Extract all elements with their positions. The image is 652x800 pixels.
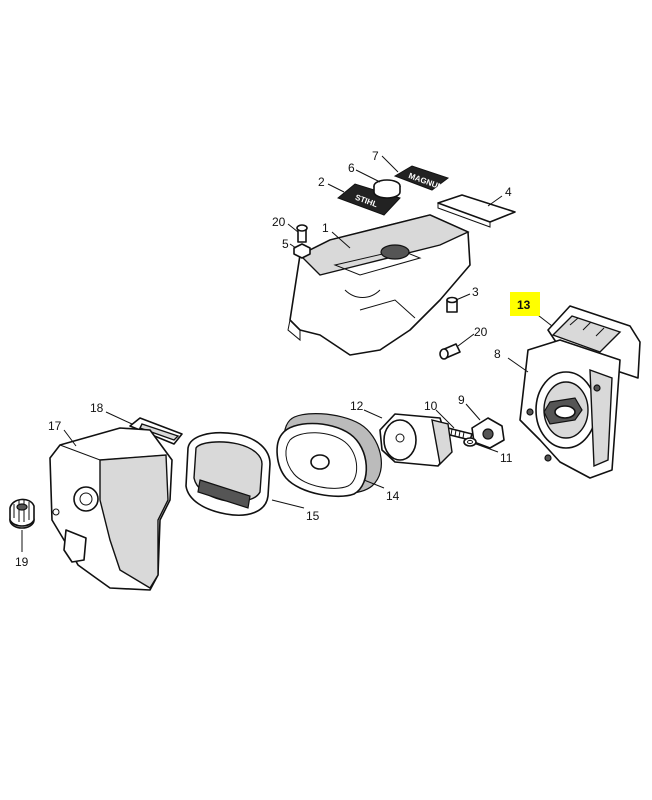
callout-2: 2 bbox=[318, 175, 325, 189]
part-19-knob bbox=[9, 498, 35, 529]
callout-labels: 7 6 2 4 20 5 1 3 20 13 8 9 10 12 11 14 1… bbox=[15, 149, 540, 569]
callout-17: 17 bbox=[48, 419, 62, 433]
callout-5: 5 bbox=[282, 237, 289, 251]
callout-14: 14 bbox=[386, 489, 400, 503]
part-20-screw-lower bbox=[439, 343, 461, 360]
part-9-nozzle bbox=[471, 417, 505, 449]
callout-20-top: 20 bbox=[272, 215, 286, 229]
callout-13-highlight bbox=[510, 292, 540, 316]
part-3-bushing bbox=[446, 296, 458, 313]
part-18-clip bbox=[129, 417, 183, 445]
part-14-air-filter bbox=[276, 413, 382, 498]
part-11-washer bbox=[463, 437, 477, 447]
part-20-screw-top bbox=[296, 224, 308, 243]
part-4-plate bbox=[437, 194, 516, 228]
part-12-housing bbox=[379, 413, 453, 467]
part-7-magnum-plate: MAGNUM bbox=[393, 165, 450, 192]
callout-8: 8 bbox=[494, 347, 501, 361]
callout-11: 11 bbox=[500, 451, 513, 465]
part-6-cap bbox=[373, 179, 401, 199]
part-15-sleeve bbox=[185, 432, 271, 516]
callout-10: 10 bbox=[424, 399, 438, 413]
callout-6: 6 bbox=[348, 161, 355, 175]
callout-1: 1 bbox=[322, 221, 329, 235]
callout-19: 19 bbox=[15, 555, 29, 569]
part-8-filter-base bbox=[519, 339, 621, 479]
callout-3: 3 bbox=[472, 285, 479, 299]
callout-9: 9 bbox=[458, 393, 465, 407]
callout-20-lower: 20 bbox=[474, 325, 488, 339]
callout-12: 12 bbox=[350, 399, 364, 413]
part-17-filter-cover bbox=[49, 427, 173, 591]
callout-15: 15 bbox=[306, 509, 320, 523]
leader-lines bbox=[21, 155, 553, 552]
callout-7: 7 bbox=[372, 149, 379, 163]
callout-13: 13 bbox=[517, 298, 531, 312]
callout-4: 4 bbox=[505, 185, 512, 199]
part-5-nut bbox=[293, 243, 311, 259]
part-2-stihl-decal: STIHL bbox=[337, 183, 401, 216]
callout-18: 18 bbox=[90, 401, 104, 415]
part-1-top-shroud bbox=[287, 214, 471, 356]
